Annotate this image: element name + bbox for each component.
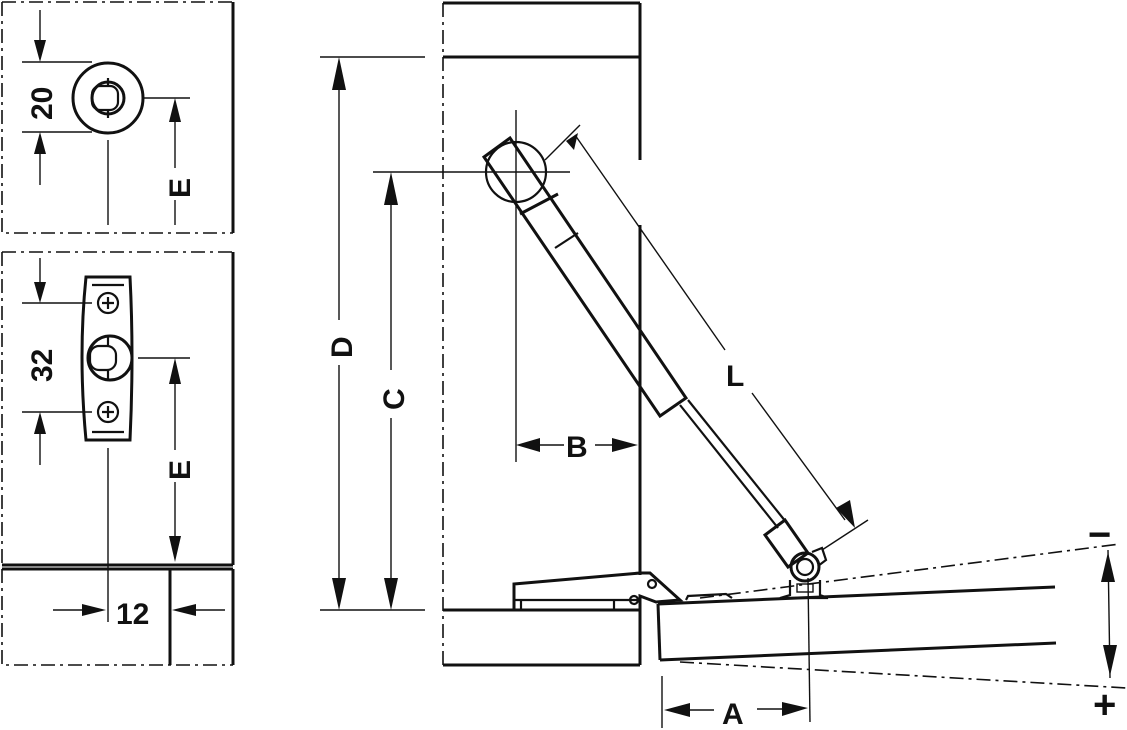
adjust-plus-label: + <box>1093 683 1116 727</box>
view-bottom-left: 12 <box>1 563 235 666</box>
dimension-E-label-middle: E <box>164 460 197 480</box>
dimension-12-label: 12 <box>116 598 149 631</box>
view-middle-left: 32 E <box>1 251 235 622</box>
view-top-left: 20 E <box>1 1 235 234</box>
dimension-C-label: C <box>378 388 411 410</box>
dimension-D-label: D <box>326 336 359 358</box>
dimension-L-label: L <box>726 360 744 393</box>
dimension-A-label: A <box>722 698 744 730</box>
adjust-minus-label: − <box>1088 513 1111 557</box>
flap-panel <box>656 543 1127 689</box>
view-main: D C B <box>320 1 1127 730</box>
gas-strut <box>481 135 829 600</box>
hinge <box>512 571 733 612</box>
dimension-E-label-top: E <box>164 178 197 198</box>
dimension-20-label: 20 <box>26 87 59 120</box>
dimension-32-label: 32 <box>26 349 59 382</box>
dimension-B-label: B <box>566 431 588 464</box>
